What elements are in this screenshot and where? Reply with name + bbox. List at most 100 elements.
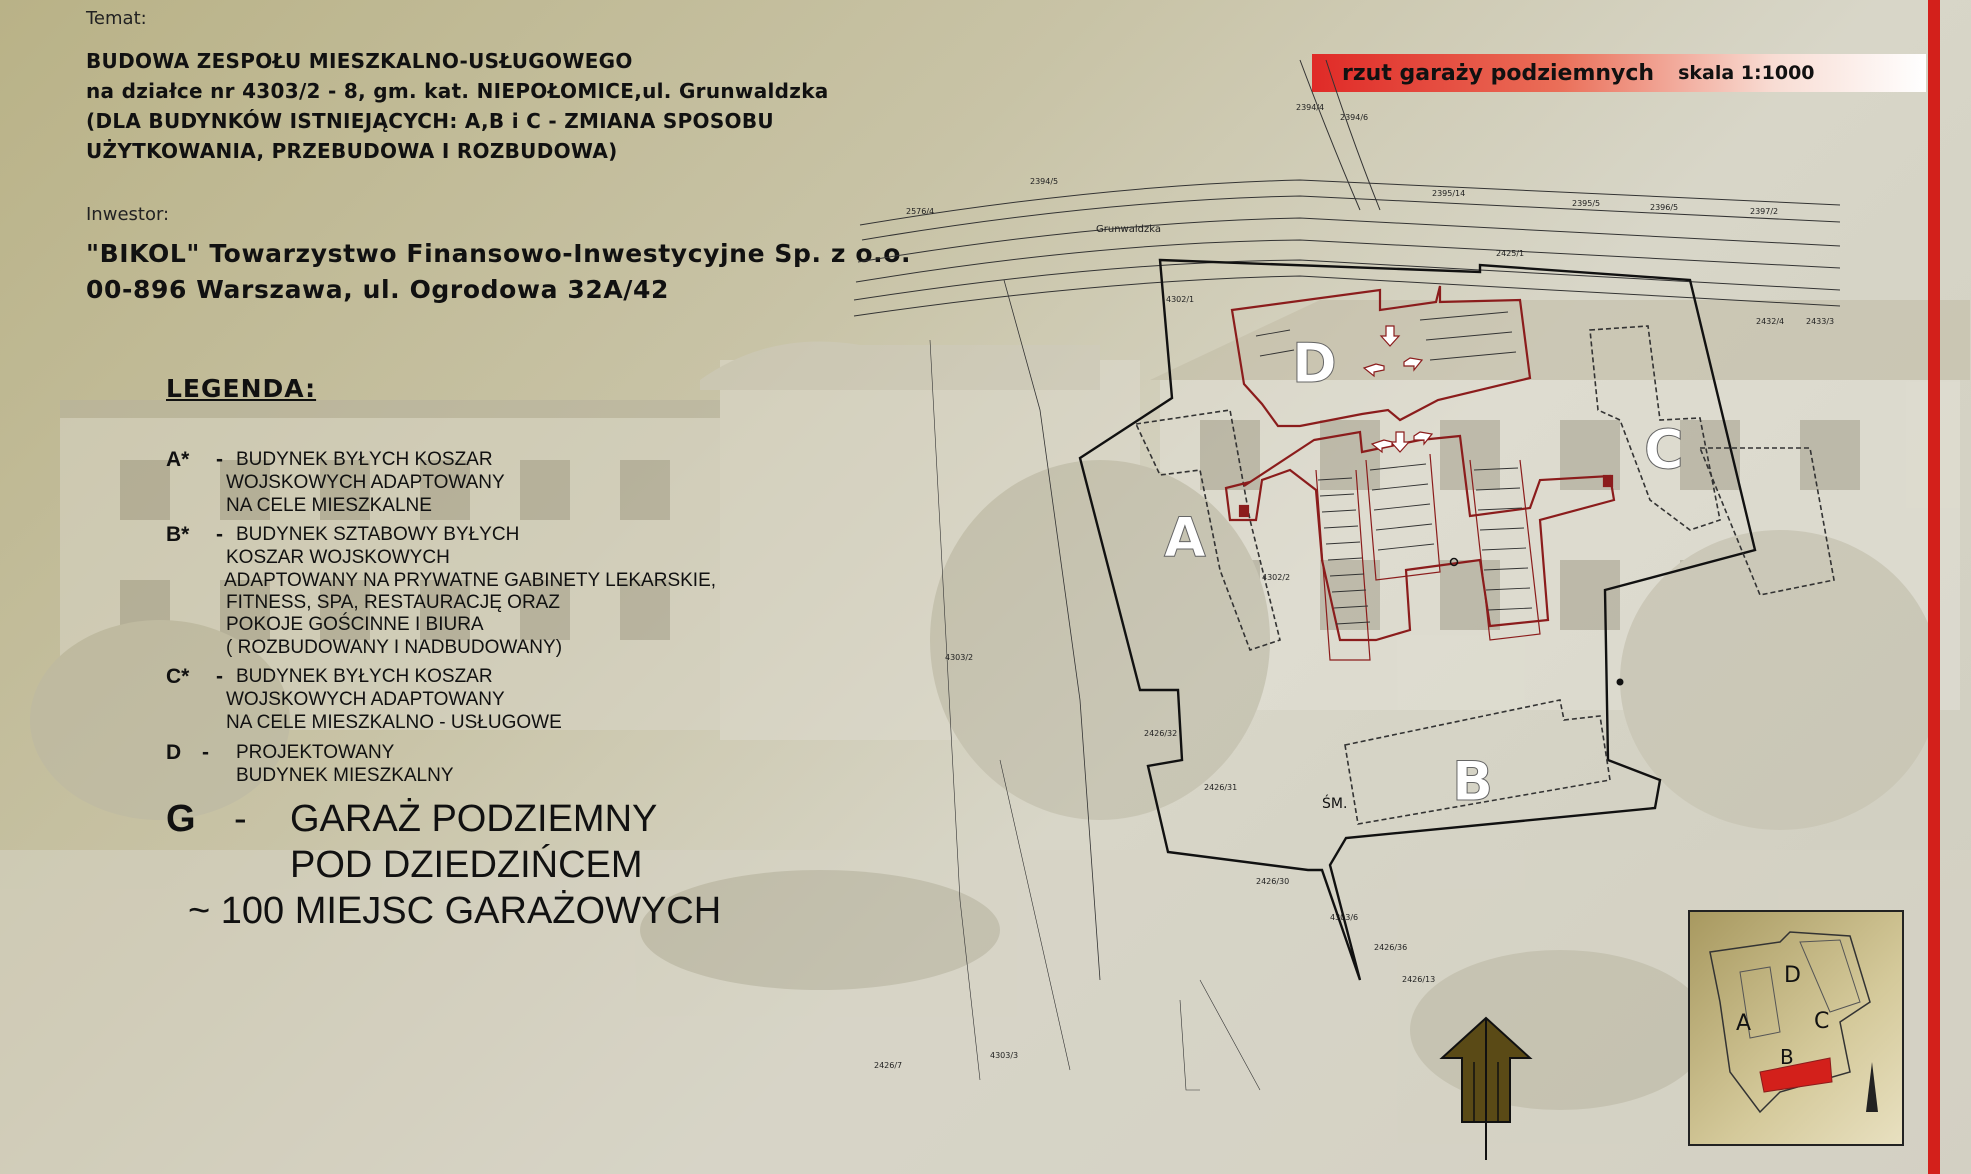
legend-line: BUDYNEK BYŁYCH KOSZAR xyxy=(236,666,493,687)
legend-line: BUDYNEK SZTABOWY BYŁYCH xyxy=(236,524,520,545)
legend-line: ( ROZBUDOWANY I NADBUDOWANY) xyxy=(226,637,563,658)
building-c-outline xyxy=(1589,325,1721,531)
building-b-outline xyxy=(1344,699,1611,825)
legend-title: LEGENDA: xyxy=(166,374,317,403)
parcel-label: 4302/1 xyxy=(1166,295,1194,304)
plot-boundary xyxy=(1078,258,1757,981)
legend-line: NA CELE MIESZKALNE xyxy=(226,495,432,516)
legend-line: POKOJE GOŚCINNE I BIURA xyxy=(226,614,484,635)
mark-sm: ŚM. xyxy=(1322,794,1347,812)
inset-map: D A C B xyxy=(1709,931,1878,1114)
subject-line-1: BUDOWA ZESPOŁU MIESZKALNO-USŁUGOWEGO xyxy=(86,49,633,73)
subject-line-2: na działce nr 4303/2 - 8, gm. kat. NIEPO… xyxy=(86,79,829,103)
parcel-label: 2394/5 xyxy=(1030,177,1058,186)
legend-item-c: C* - BUDYNEK BYŁYCH KOSZAR WOJSKOWYCH AD… xyxy=(166,666,766,736)
legend-line: WOJSKOWYCH ADAPTOWANY xyxy=(226,689,505,710)
arrow-right-icon xyxy=(1413,431,1434,446)
legend-dash: - xyxy=(216,665,223,688)
parcel-label: 2426/32 xyxy=(1144,729,1177,738)
legend-key: A* xyxy=(166,448,190,471)
parcel-label: 2396/5 xyxy=(1650,203,1678,212)
parcel-label: 2426/13 xyxy=(1402,975,1435,984)
legend-garage-line-3: ~ 100 MIEJSC GARAŻOWYCH xyxy=(188,890,722,932)
legend-line: ADAPTOWANY NA PRYWATNE GABINETY LEKARSKI… xyxy=(224,570,717,591)
legend-item-a: A* - BUDYNEK BYŁYCH KOSZAR WOJSKOWYCH AD… xyxy=(166,449,766,519)
parcel-label: 2425/1 xyxy=(1496,249,1524,258)
parcel-label: 2426/30 xyxy=(1256,877,1289,886)
legend-garage-key: G xyxy=(166,798,196,840)
arrow-left-icon xyxy=(1370,439,1393,454)
legend-key: C* xyxy=(166,665,190,688)
building-silhouette xyxy=(0,300,1971,1174)
legend-item-d: D - PROJEKTOWANY BUDYNEK MIESZKALNY xyxy=(166,742,766,792)
building-label-a: A xyxy=(1164,506,1206,569)
subject-line-4: UŻYTKOWANIA, PRZEBUDOWA I ROZBUDOWA) xyxy=(86,139,618,163)
building-a-outline xyxy=(1134,409,1281,652)
legend-line: WOJSKOWYCH ADAPTOWANY xyxy=(226,472,505,493)
subject-label: Temat: xyxy=(86,8,147,29)
legend-dash: - xyxy=(216,448,223,471)
legend-garage-line-1: GARAŻ PODZIEMNY xyxy=(290,798,658,840)
legend-line: BUDYNEK BYŁYCH KOSZAR xyxy=(236,449,493,470)
inset-label-d: D xyxy=(1784,963,1801,988)
road-lines xyxy=(853,59,1841,1091)
traffic-arrows xyxy=(1362,325,1434,454)
building-label-b: B xyxy=(1452,750,1493,813)
arrow-down-icon xyxy=(1389,431,1411,453)
parcel-label: 4302/2 xyxy=(1262,573,1290,582)
existing-buildings xyxy=(1134,325,1835,825)
parcel-label: 2394/4 xyxy=(1296,103,1324,112)
parcel-label: 2395/14 xyxy=(1432,189,1465,198)
parcel-label: 2426/7 xyxy=(874,1061,902,1070)
location-inset: D A C B xyxy=(1688,910,1904,1146)
inset-label-b: B xyxy=(1780,1045,1794,1069)
subject-line-3: (DLA BUDYNKÓW ISTNIEJĄCYCH: A,B i C - ZM… xyxy=(86,109,774,133)
parcel-label: 4303/2 xyxy=(945,653,973,662)
legend-line: KOSZAR WOJSKOWYCH xyxy=(226,547,450,568)
arrow-down-icon xyxy=(1379,325,1401,347)
arrow-right-icon xyxy=(1403,357,1424,372)
accent-bar xyxy=(1928,0,1940,1174)
arrow-left-icon xyxy=(1362,363,1385,378)
legend-key: D xyxy=(166,741,182,764)
parcel-label: 2426/36 xyxy=(1374,943,1407,952)
legend-line: BUDYNEK MIESZKALNY xyxy=(236,765,454,786)
title-banner: rzut garaży podziemnych skala 1:1000 xyxy=(1312,54,1926,92)
investor-line-2: 00-896 Warszawa, ul. Ogrodowa 32A/42 xyxy=(86,275,670,304)
parcel-label: 2426/31 xyxy=(1204,783,1237,792)
garage-outline xyxy=(1224,430,1616,642)
parcel-label: 4303/3 xyxy=(990,1051,1018,1060)
legend-dash: - xyxy=(202,741,209,764)
banner-title: rzut garaży podziemnych xyxy=(1342,60,1655,86)
parcel-label: 2394/6 xyxy=(1340,113,1368,122)
underground-garage xyxy=(1224,285,1616,661)
legend-garage-line-2: POD DZIEDZIŃCEM xyxy=(290,844,643,886)
legend-line: PROJEKTOWANY xyxy=(236,742,395,763)
investor-line-1: "BIKOL" Towarzystwo Finansowo-Inwestycyj… xyxy=(86,239,912,268)
parcel-label: 2576/4 xyxy=(906,207,934,216)
banner-scale: skala 1:1000 xyxy=(1678,62,1815,84)
north-arrow-icon xyxy=(1439,1016,1533,1160)
building-label-d: D xyxy=(1292,332,1337,395)
dashed-annex xyxy=(1698,447,1835,596)
legend-key: B* xyxy=(166,523,190,546)
legend-garage-dash: - xyxy=(234,798,247,840)
legend-dash: - xyxy=(216,523,223,546)
parcel-label: 2397/2 xyxy=(1750,207,1778,216)
parcel-label: 2433/3 xyxy=(1806,317,1834,326)
legend-line: NA CELE MIESZKALNO - USŁUGOWE xyxy=(226,712,562,733)
investor-label: Inwestor: xyxy=(86,204,170,225)
legend-item-b: B* - BUDYNEK SZTABOWY BYŁYCH KOSZAR WOJS… xyxy=(166,524,806,664)
building-label-c: C xyxy=(1644,418,1684,481)
parcel-label: 2395/5 xyxy=(1572,199,1600,208)
legend-line: FITNESS, SPA, RESTAURACJĘ ORAZ xyxy=(226,592,560,613)
parcel-label: 2432/4 xyxy=(1756,317,1784,326)
street-label: Grunwaldzka xyxy=(1096,224,1161,235)
inset-label-a: A xyxy=(1736,1011,1751,1036)
parking-stalls xyxy=(1255,311,1533,625)
inset-label-c: C xyxy=(1814,1009,1829,1034)
building-d-outline xyxy=(1230,285,1532,428)
